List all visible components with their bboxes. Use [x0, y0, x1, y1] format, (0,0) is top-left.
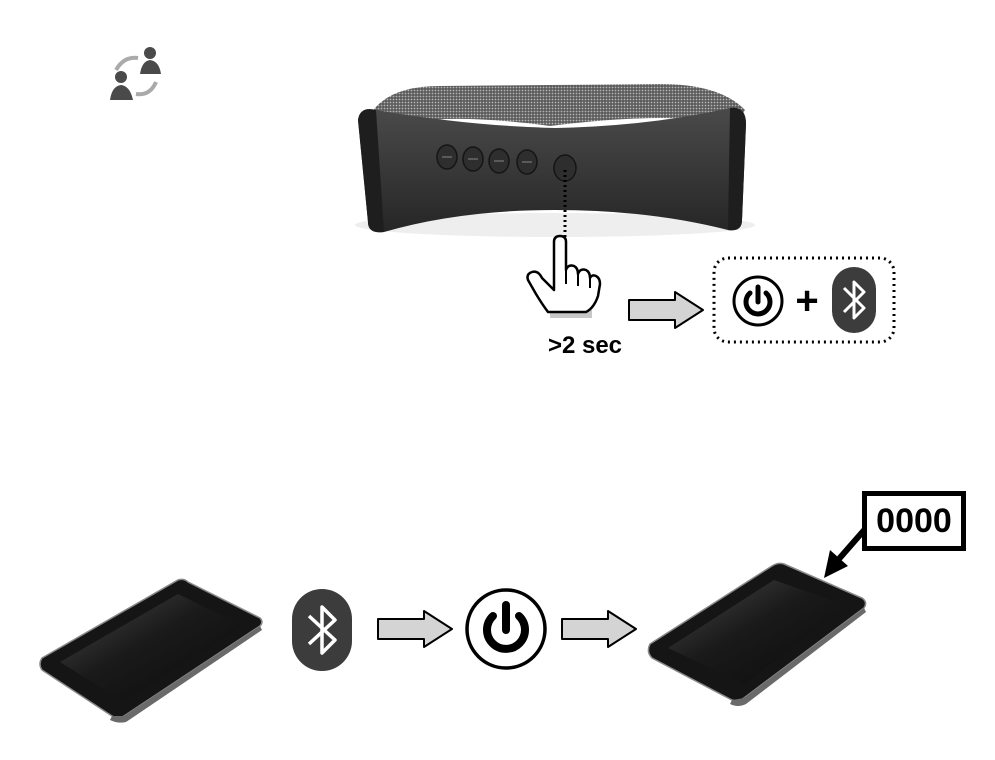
arrow-right-icon — [376, 609, 456, 649]
bluetooth-icon — [831, 266, 877, 334]
power-icon — [732, 275, 784, 327]
tablet-illustration — [38, 578, 264, 724]
hold-duration-label: >2 sec — [547, 332, 623, 359]
bluetooth-icon — [291, 588, 353, 672]
tablet-illustration — [646, 562, 868, 708]
arrow-right-icon — [560, 609, 640, 649]
pin-code-box: 0000 — [862, 491, 966, 551]
speaker-illustration — [350, 80, 760, 240]
plus-sign: + — [795, 279, 819, 323]
arrow-right-icon — [627, 290, 707, 330]
pointing-hand-icon — [524, 234, 604, 318]
power-icon — [464, 587, 548, 671]
pointer-arrow — [820, 524, 872, 580]
users-sync-icon — [106, 44, 168, 102]
